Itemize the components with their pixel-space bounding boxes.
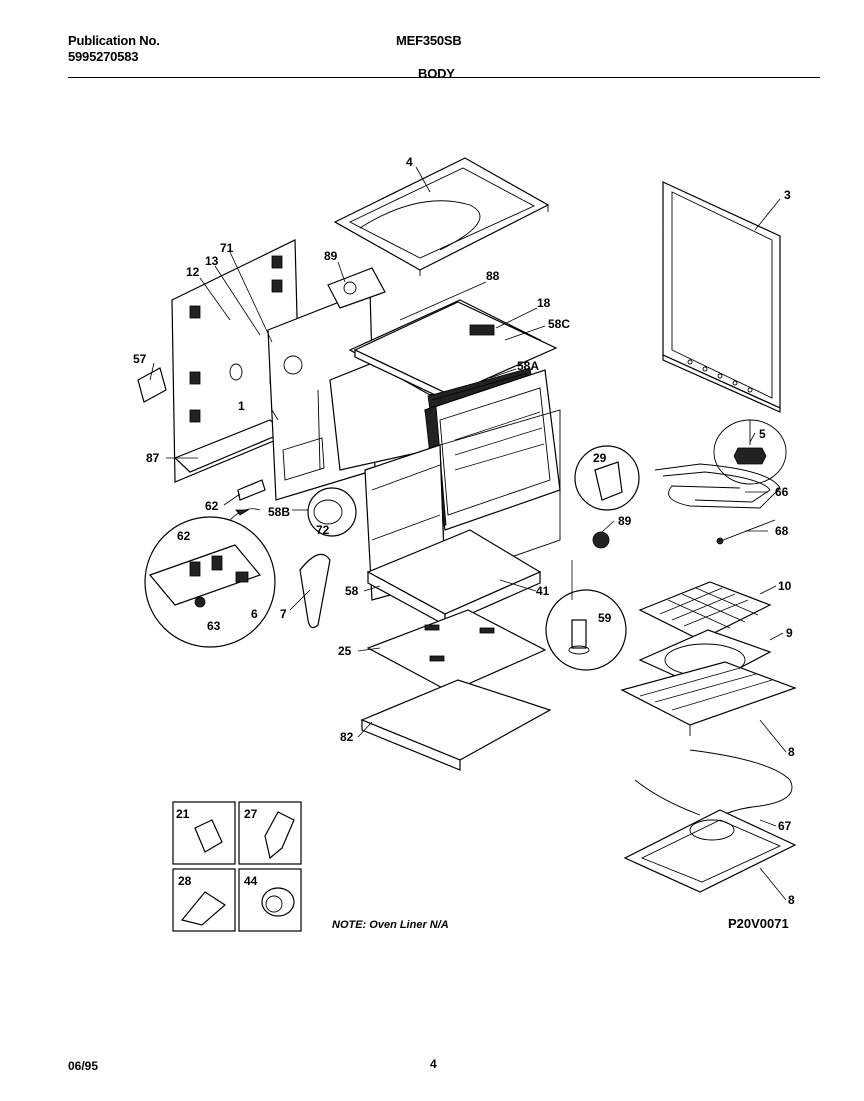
label-12: 12 [186,265,200,279]
label-82: 82 [340,730,354,744]
header-rule [68,77,820,78]
part-7-trim [299,553,331,629]
part-10-grid [638,581,772,641]
label-7: 7 [280,607,287,621]
part-57-bracket [137,367,167,403]
label-72: 72 [316,523,330,537]
leader-lines [149,166,787,901]
label-18: 18 [537,296,551,310]
part-8-oven-rack [620,661,797,736]
publication-number: 5995270583 [68,49,139,64]
part-89-thermostat [327,267,386,309]
part-4-top-panel [333,157,550,276]
label-57: 57 [133,352,147,366]
part-8-drip-pan [623,809,797,893]
part-25-bottom-panel [366,609,547,693]
part-62-inset [144,508,276,648]
part-66-element [654,463,781,509]
label-68: 68 [775,524,789,538]
drawing-code: P20V0071 [728,916,789,931]
label-58c: 58C [548,317,570,331]
label-3: 3 [784,188,791,202]
label-8-rack: 8 [788,745,795,759]
label-71: 71 [220,241,234,255]
publication-label: Publication No. [68,33,160,48]
label-58: 58 [345,584,359,598]
part-68-connector [716,519,776,545]
label-29: 29 [593,451,607,465]
label-4: 4 [406,155,413,169]
part-62-terminal-block [237,479,266,501]
label-41: 41 [536,584,550,598]
label-89-bottom: 89 [618,514,632,528]
part-82-drawer-liner [360,679,552,771]
part-59-inset [545,589,627,671]
label-44: 44 [244,874,258,888]
label-58b: 58B [268,505,290,519]
label-62-inset: 62 [177,529,191,543]
label-89-top: 89 [324,249,338,263]
label-8-pan: 8 [788,893,795,907]
label-87: 87 [146,451,160,465]
part-29-inset [574,445,640,549]
label-9: 9 [786,626,793,640]
label-27: 27 [244,807,258,821]
label-67: 67 [778,819,792,833]
diagram-note: NOTE: Oven Liner N/A [332,919,449,931]
label-66: 66 [775,485,789,499]
model-number: MEF350SB [396,33,462,48]
label-25: 25 [338,644,352,658]
part-72-knob [307,487,357,537]
label-21: 21 [176,807,190,821]
label-10: 10 [778,579,792,593]
label-28: 28 [178,874,192,888]
label-59: 59 [598,611,612,625]
label-6: 6 [251,607,258,621]
label-88: 88 [486,269,500,283]
part-5-leveling-leg [713,419,787,485]
page-number: 4 [430,1057,437,1071]
footer-date: 06/95 [68,1059,99,1073]
part-number-labels: 4 3 71 13 12 89 88 18 58C 57 58A 5 1 87 … [133,155,795,907]
label-5: 5 [759,427,766,441]
label-58a: 58A [517,359,539,373]
small-parts-inset-grid [172,801,302,932]
label-62-block: 62 [205,499,219,513]
label-63: 63 [207,619,221,633]
label-1: 1 [238,399,245,413]
label-13: 13 [205,254,219,268]
part-3-side-panel [662,181,781,413]
